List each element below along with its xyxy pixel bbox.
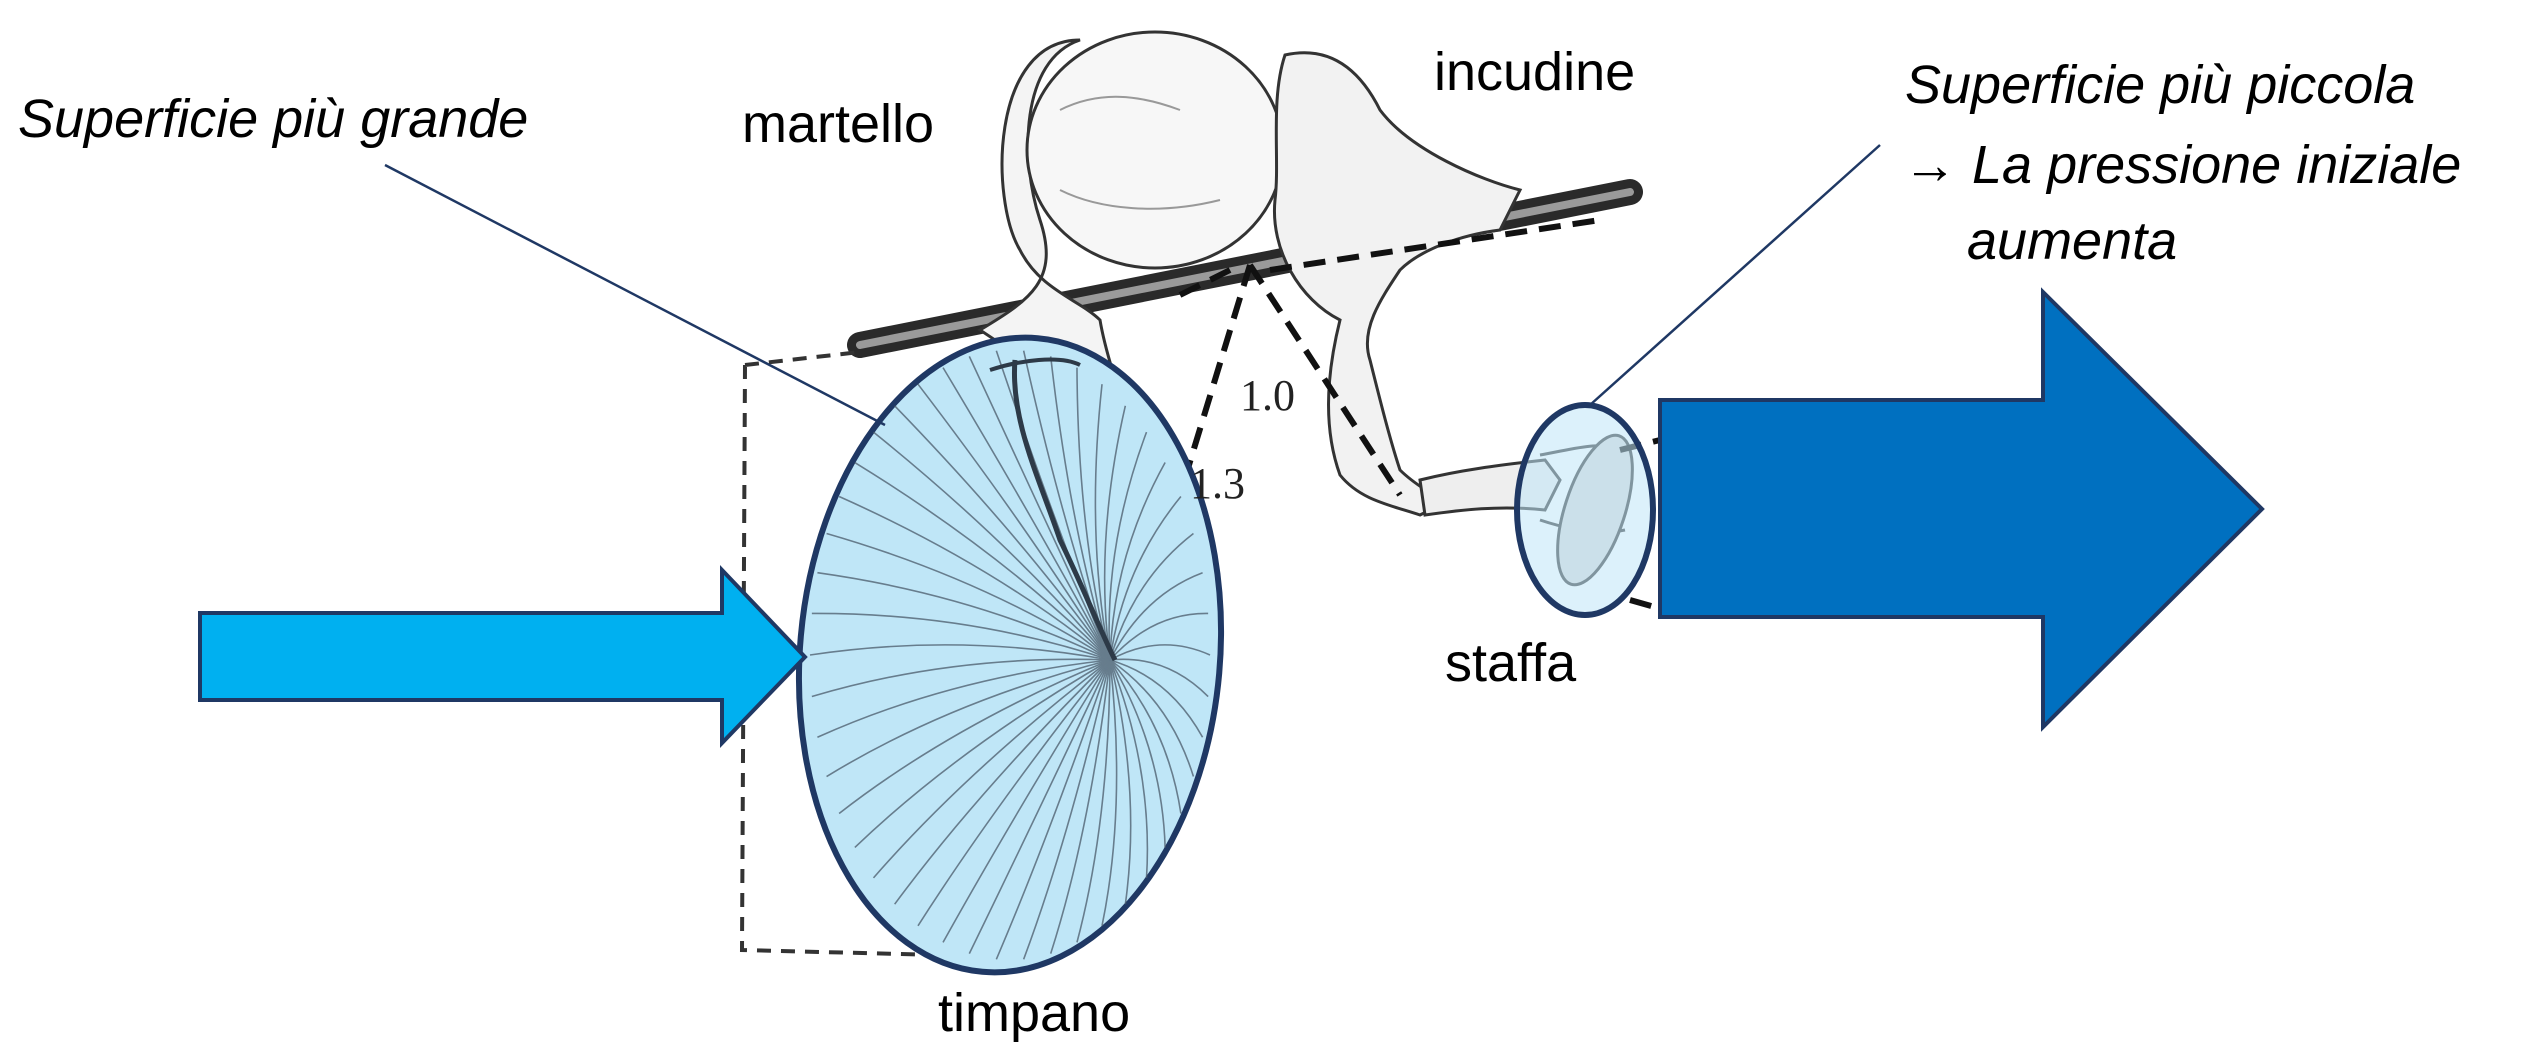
label-pressione-line2: aumenta	[1967, 214, 2177, 268]
label-incudine: incudine	[1434, 45, 1635, 99]
ratio-label-short: 1.0	[1240, 371, 1295, 420]
label-superficie-grande: Superficie più grande	[18, 92, 528, 146]
staffa-footplate-highlight	[1517, 405, 1653, 615]
label-martello: martello	[742, 97, 934, 151]
incudine-bone	[1274, 53, 1520, 515]
ratio-label-long: 1.3	[1190, 459, 1245, 508]
label-staffa: staffa	[1445, 636, 1576, 690]
right-arrow-icon	[200, 570, 805, 743]
label-superficie-piccola: Superficie più piccola	[1905, 58, 2415, 112]
timpano-membrane	[773, 320, 1247, 990]
label-timpano: timpano	[938, 986, 1130, 1040]
label-pressione-line1: → La pressione iniziale	[1903, 138, 2461, 192]
callout-line-grande	[385, 165, 885, 425]
right-arrow-icon	[1660, 292, 2262, 727]
